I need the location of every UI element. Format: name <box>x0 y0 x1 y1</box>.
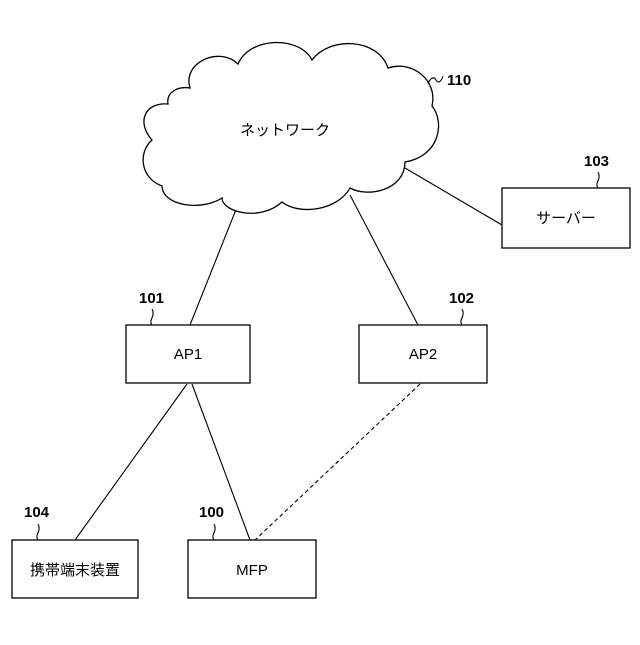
link-network-server <box>405 168 502 225</box>
mobile-terminal-label: 携帯端末装置 <box>30 562 120 579</box>
server-ref-leader <box>597 172 599 188</box>
ap2-ref: 102 <box>449 290 474 307</box>
mfp-ref: 100 <box>199 504 224 521</box>
link-ap1-mobile <box>75 384 187 540</box>
network-ref-leader <box>428 76 443 84</box>
link-network-ap1 <box>190 207 237 325</box>
mfp-label: MFP <box>236 562 268 579</box>
server-ref: 103 <box>584 153 609 170</box>
ap2-ref-leader <box>461 309 463 325</box>
network-ref: 110 <box>447 72 471 89</box>
mobile-ref-leader <box>37 524 39 540</box>
network-label: ネットワーク <box>240 122 330 139</box>
ap1-ref: 101 <box>139 290 164 307</box>
link-network-ap2 <box>350 195 418 325</box>
mfp-ref-leader <box>213 524 215 540</box>
server-label: サーバー <box>536 210 596 227</box>
ap1-ref-leader <box>151 309 153 325</box>
mobile-terminal-ref: 104 <box>24 504 50 521</box>
link-ap2-mfp-wireless <box>255 384 420 540</box>
ap1-label: AP1 <box>174 346 202 363</box>
ap2-label: AP2 <box>409 346 437 363</box>
